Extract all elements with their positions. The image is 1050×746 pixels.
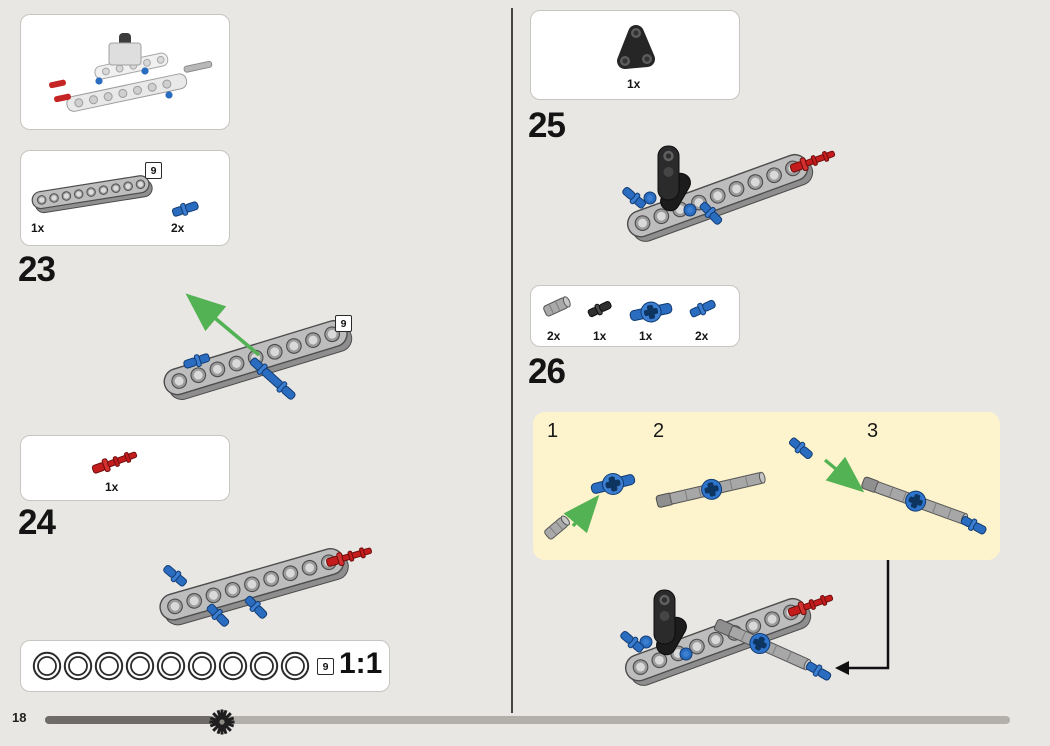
step24-number: 24 [18, 503, 56, 542]
blue-pin-icon [699, 201, 723, 225]
scale-label: 1:1 [339, 647, 383, 680]
green-arrow-icon [823, 456, 865, 493]
blue-pin-icon [163, 564, 188, 587]
gray-tube-icon [543, 296, 571, 317]
substep-3-label: 3 [867, 420, 879, 442]
step26-parts-box: 2x 1x 1x 2x [530, 285, 740, 347]
blue-pin-icon [171, 201, 199, 217]
axle-assembly-icon [714, 618, 832, 681]
model-preview-box [20, 14, 230, 130]
technic-beam-9-icon [31, 175, 153, 214]
black-arrowhead-icon [835, 661, 849, 675]
axle-assembly-icon [655, 471, 766, 508]
substep-2-label: 2 [653, 420, 665, 442]
progress-bar-fill [45, 716, 213, 724]
beam-length-badge: 9 [317, 658, 334, 675]
technic-beam-9-icon [624, 597, 812, 686]
black-connector-icon [653, 589, 687, 656]
callout-connector-arrow [835, 560, 890, 675]
red-axle-pin-icon [91, 451, 138, 474]
black-connector-icon [657, 145, 691, 212]
step23-parts-box: 9 1x 2x [20, 150, 230, 246]
step24-parts-box: 1x [20, 435, 230, 501]
red-axle-pin-icon [325, 547, 373, 567]
part-qty-label: 1x [639, 329, 653, 343]
green-arrow-icon [563, 494, 600, 534]
blue-pin-icon [622, 186, 647, 209]
part-qty-label: 1x [627, 77, 641, 91]
step25-parts-drawing [617, 25, 655, 69]
part-qty-label: 2x [171, 221, 185, 235]
black-pin-icon [587, 301, 612, 318]
step23-number: 23 [18, 250, 56, 289]
blue-pin-icon [206, 603, 230, 627]
step25-assembly-diagram [622, 145, 836, 242]
step26-number: 26 [528, 352, 566, 391]
step26-parts-drawing [543, 296, 716, 323]
scale-beam-outline [32, 651, 310, 681]
scale-1to1-box: 9 1:1 [20, 640, 390, 692]
blue-pin-icon [788, 437, 813, 460]
green-arrow-icon [185, 293, 261, 357]
blue-cross-connector-icon [590, 473, 636, 495]
progress-bar-track[interactable] [45, 716, 1010, 724]
step26-assembly-diagram [620, 589, 834, 686]
blue-pin-icon [183, 353, 211, 369]
column-divider [511, 8, 513, 713]
blue-cross-connector-icon [629, 301, 673, 323]
step24-parts-drawing [91, 451, 138, 474]
axle-assembly-icon [861, 476, 987, 535]
red-axle-pin-icon [787, 594, 834, 617]
part-length-badge: 9 [145, 162, 162, 179]
black-connector-icon [617, 25, 655, 69]
step23-parts-drawing [31, 175, 199, 217]
technic-beam-9-icon [159, 548, 349, 626]
part-qty-label: 1x [31, 221, 45, 235]
page-number: 18 [12, 710, 27, 725]
gray-tube-icon [544, 515, 571, 540]
part-qty-label: 2x [547, 329, 561, 343]
part-qty-label: 1x [105, 480, 119, 494]
part-qty-label: 1x [593, 329, 607, 343]
part-qty-label: 2x [695, 329, 709, 343]
gear-progress-handle-icon[interactable] [207, 707, 237, 737]
step25-parts-box: 1x [530, 10, 740, 100]
step23-assembly-diagram [163, 293, 353, 400]
step25-number: 25 [528, 106, 566, 145]
step26-substeps-drawing [544, 437, 987, 540]
blue-long-pin-icon [249, 357, 296, 400]
beam-length-badge: 9 [335, 315, 352, 332]
red-axle-pin-icon [789, 150, 836, 173]
blue-pin-icon [620, 630, 645, 653]
blue-pin-icon [244, 595, 268, 619]
model-preview-image [49, 33, 213, 112]
step24-assembly-diagram [159, 547, 373, 627]
step26-substeps-box: 1 2 3 [533, 412, 1000, 560]
substep-1-label: 1 [547, 420, 559, 442]
blue-pin-icon [689, 299, 716, 318]
